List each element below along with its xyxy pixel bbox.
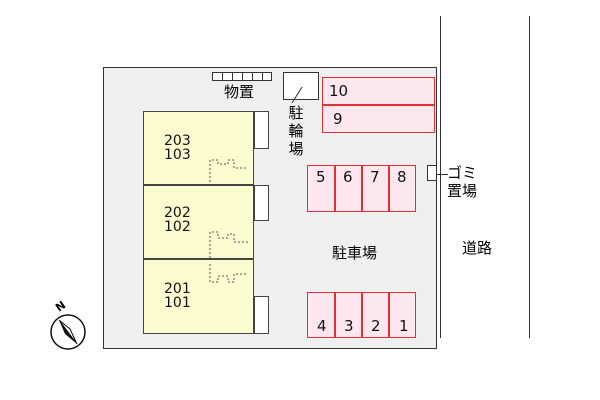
garbage-label-line1: ゴミ [447,164,478,182]
space-9: 9 [322,105,435,133]
road-label: 道路 [462,239,493,257]
parking-space-8-label: 8 [397,168,407,186]
unit-101-label: 101 [164,295,191,311]
parking-space-5-label: 5 [316,168,326,186]
parking-space-3-label: 3 [344,317,354,335]
building-203-103: 203 103 [143,111,254,185]
parking-space-7: 7 [362,165,389,212]
unit-103-label: 103 [164,147,191,163]
parking-space-3: 3 [335,292,362,338]
balcony-middle [254,185,269,221]
parking-space-5: 5 [307,165,335,212]
unit-201-label: 201 [164,281,191,297]
parking-space-8: 8 [389,165,416,212]
parking-space-6-label: 6 [343,168,353,186]
parking-space-4: 4 [307,292,335,338]
space-9-label: 9 [333,110,343,128]
stairs-bottom [209,264,248,283]
garbage-label-line2: 置場 [447,182,478,200]
building-201-101: 201 101 [143,259,254,334]
parking-space-7-label: 7 [370,168,380,186]
bicycle-parking-box [283,72,319,100]
parking-space-6: 6 [335,165,362,212]
building-202-102: 202 102 [143,185,254,259]
unit-203-label: 203 [164,133,191,149]
balcony-top [254,111,269,149]
stairs-top [209,159,248,182]
road-edge-left [440,16,441,338]
balcony-bottom [254,296,269,334]
bicycle-parking-leader [291,86,303,104]
bicycle-parking-label: 駐 輪 場 [288,104,304,158]
parking-space-2-label: 2 [371,317,381,335]
parking-space-1: 1 [389,292,416,338]
parking-space-2: 2 [362,292,389,338]
parking-space-4-label: 4 [317,317,327,335]
garbage-box [427,165,437,181]
storage-label: 物置 [224,83,255,101]
parking-lot-label: 駐車場 [332,244,378,262]
space-10-label: 10 [329,82,349,100]
road-edge-right [529,16,530,338]
unit-102-label: 102 [164,219,191,235]
parking-space-1-label: 1 [399,317,409,335]
garbage-leader [436,174,448,175]
unit-202-label: 202 [164,205,191,221]
stairs-middle [209,231,248,258]
compass-icon [50,314,86,350]
storage-shed [212,72,272,81]
space-10: 10 [322,77,435,105]
